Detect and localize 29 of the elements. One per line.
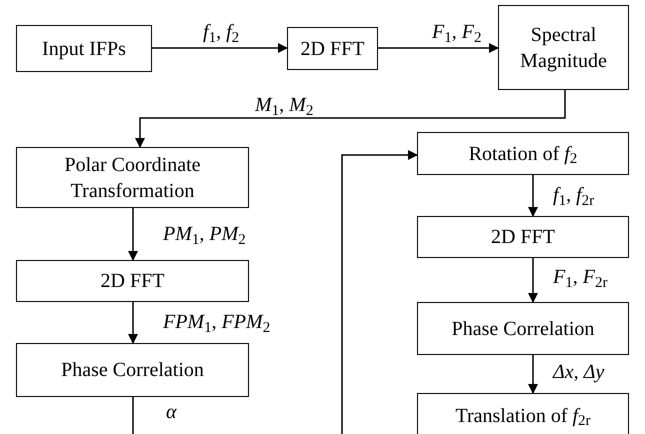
box-label: Phase Correlation bbox=[61, 358, 204, 383]
process-box bbox=[16, 147, 249, 208]
arrow bbox=[528, 258, 538, 303]
process-box bbox=[16, 343, 249, 397]
process-box bbox=[16, 25, 152, 72]
box-label: Translation of f$_{2r}$ bbox=[455, 404, 591, 428]
process-box bbox=[417, 393, 629, 434]
arrow bbox=[378, 43, 499, 53]
box-label: Polar Coordinate Transformation bbox=[63, 152, 202, 204]
box-label: 2D FFT bbox=[100, 269, 164, 294]
arrow bbox=[528, 175, 538, 217]
box-label: 2D FFT bbox=[491, 225, 555, 250]
process-box bbox=[287, 27, 378, 70]
box-label: Rotation of f$_{2}$ bbox=[468, 142, 578, 166]
arrow bbox=[128, 208, 138, 261]
process-box bbox=[417, 132, 629, 175]
process-box bbox=[417, 216, 629, 258]
arrow bbox=[128, 302, 138, 344]
arrow bbox=[152, 43, 288, 53]
process-box bbox=[16, 260, 249, 302]
box-label: Input IFPs bbox=[42, 36, 126, 62]
arrow bbox=[341, 150, 418, 434]
process-box bbox=[417, 302, 629, 355]
box-label: Spectral Magnitude bbox=[519, 22, 608, 74]
box-label: 2D FFT bbox=[300, 36, 364, 62]
arrow bbox=[528, 355, 538, 394]
process-box bbox=[498, 5, 629, 90]
box-label: Phase Correlation bbox=[452, 316, 594, 342]
arrow bbox=[135, 90, 566, 148]
